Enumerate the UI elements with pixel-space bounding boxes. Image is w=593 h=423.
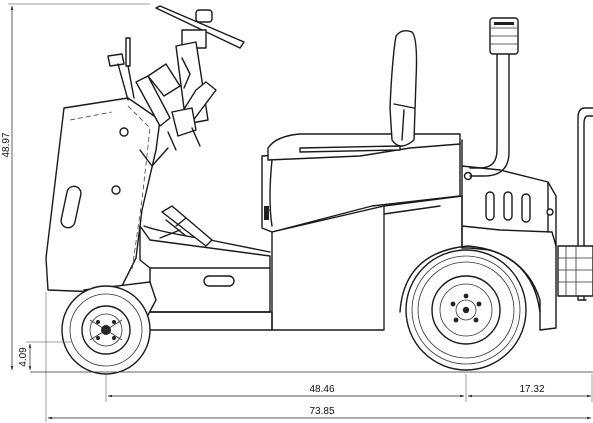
front-wheel xyxy=(61,285,151,375)
dimension-ground-clearance: 4.09 xyxy=(18,341,72,371)
dimension-wheelbase: 48.46 xyxy=(105,374,467,402)
foot-pedals xyxy=(159,205,213,247)
dimension-overall-height: 48.97 xyxy=(1,3,150,371)
dim-text-wheelbase: 48.46 xyxy=(309,384,334,395)
steering-column xyxy=(107,5,245,151)
driver-seat xyxy=(267,29,461,161)
dim-text-overall-length: 73.85 xyxy=(309,406,334,417)
rear-body xyxy=(461,139,557,331)
seat-box-body xyxy=(261,141,463,331)
floor-step xyxy=(139,225,273,331)
dim-text-ground-clearance: 4.09 xyxy=(18,347,29,367)
rear-tow-bar xyxy=(557,107,593,301)
dim-text-overall-height: 48.97 xyxy=(1,132,12,157)
dimension-overall-length: 73.85 xyxy=(45,292,592,422)
dimension-rear-overhang: 17.32 xyxy=(467,374,593,402)
exhaust-pipe xyxy=(469,17,519,177)
dim-text-rear-overhang: 17.32 xyxy=(519,384,544,395)
rear-wheel xyxy=(399,245,541,371)
